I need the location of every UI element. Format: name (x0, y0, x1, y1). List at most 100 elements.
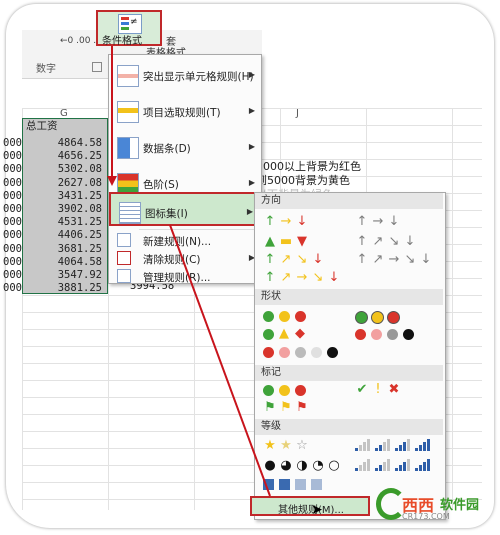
table-cell-partial[interactable]: 000 (3, 229, 22, 242)
arrow-icon[interactable]: ↑ (356, 214, 368, 229)
arrow-icon[interactable]: → (296, 270, 308, 285)
circle-icon[interactable] (263, 311, 274, 322)
signal-bars-icon[interactable] (395, 459, 413, 471)
menu-item-icon-sets[interactable]: 图标集(I) ▶ (109, 192, 261, 226)
arrow-icon[interactable]: ↗ (372, 234, 384, 249)
arrow-icon[interactable]: ↓ (404, 234, 416, 249)
table-cell[interactable]: 4531.25 (57, 216, 102, 229)
triangle-icon[interactable]: ▲ (265, 234, 275, 249)
table-cell-partial[interactable]: 000 (3, 269, 22, 281)
arrow-icon[interactable]: ↓ (420, 252, 432, 267)
arrow-icon[interactable]: ↑ (264, 214, 276, 229)
circle-icon[interactable] (263, 347, 274, 358)
signal-bars-icon[interactable] (375, 439, 393, 451)
circle-icon[interactable] (371, 329, 382, 340)
table-cell[interactable]: 4656.25 (57, 150, 102, 163)
circle-icon[interactable] (279, 311, 290, 322)
flag-icon[interactable]: ⚑ (296, 400, 308, 415)
arrow-icon[interactable]: → (388, 252, 400, 267)
table-cell[interactable]: 3431.25 (57, 189, 102, 202)
column-header-g[interactable]: G (60, 108, 68, 119)
table-cell[interactable]: 3881.25 (57, 282, 102, 295)
arrow-icon[interactable]: ↓ (312, 252, 324, 267)
column-header-j[interactable]: J (296, 108, 299, 119)
pie-icon[interactable]: ○ (328, 458, 340, 473)
arrow-icon[interactable]: ↑ (356, 252, 368, 267)
circle-icon[interactable] (295, 311, 306, 322)
circle-icon[interactable] (355, 329, 366, 340)
signal-bars-icon[interactable] (415, 459, 433, 471)
check-icon[interactable]: ✔ (356, 382, 368, 397)
arrow-icon[interactable]: ↑ (264, 252, 276, 267)
arrow-icon[interactable]: ↗ (280, 270, 292, 285)
circle-icon[interactable] (279, 347, 290, 358)
arrow-icon[interactable]: ↘ (388, 234, 400, 249)
traffic-light-icon[interactable] (371, 311, 384, 324)
table-cell[interactable]: 2627.08 (57, 176, 102, 189)
circle-icon[interactable] (295, 347, 306, 358)
header-cell[interactable]: 总工资 (26, 120, 58, 132)
arrow-icon[interactable]: ↓ (296, 214, 308, 229)
table-cell-partial[interactable]: 000 (3, 282, 22, 295)
table-cell[interactable]: 3681.25 (57, 242, 102, 255)
signal-bars-icon[interactable] (395, 439, 413, 451)
table-cell-partial[interactable]: 000 (3, 150, 22, 163)
arrow-icon[interactable]: ↘ (312, 270, 324, 285)
circle-icon[interactable] (311, 347, 322, 358)
arrow-icon[interactable]: ↘ (404, 252, 416, 267)
table-cell[interactable]: 4406.25 (57, 229, 102, 242)
signal-bars-icon[interactable] (415, 439, 433, 451)
table-cell-partial[interactable]: 000 (3, 242, 22, 255)
boxes-icon[interactable] (279, 479, 290, 490)
arrow-icon[interactable]: ↘ (296, 252, 308, 267)
table-cell-partial[interactable]: 000 (3, 137, 22, 149)
table-cell-partial[interactable]: 000 (3, 216, 22, 229)
pie-icon[interactable]: ◔ (312, 458, 324, 473)
check-circle-icon[interactable] (263, 385, 274, 396)
star-icon[interactable]: ★ (264, 438, 276, 453)
selected-range[interactable] (22, 118, 108, 294)
signal-bars-icon[interactable] (375, 459, 393, 471)
menu-item-clear-rules[interactable]: 清除规则(C) ▶ (109, 249, 261, 268)
table-cell-partial[interactable]: 000 (3, 163, 22, 176)
arrow-icon[interactable]: ↑ (264, 270, 276, 285)
arrow-icon[interactable]: → (280, 214, 292, 229)
triangle-icon[interactable]: ▬ (279, 234, 293, 249)
boxes-icon[interactable] (295, 479, 306, 490)
star-icon[interactable]: ☆ (296, 438, 308, 453)
arrow-icon[interactable]: ↑ (356, 234, 368, 249)
flag-icon[interactable]: ⚑ (264, 400, 276, 415)
star-icon[interactable]: ★ (280, 438, 292, 453)
exclamation-circle-icon[interactable] (279, 385, 290, 396)
table-cell[interactable]: 5302.08 (57, 163, 102, 176)
arrow-icon[interactable]: ↗ (372, 252, 384, 267)
table-cell-partial[interactable]: 000 (3, 255, 22, 268)
table-cell[interactable]: 4064.58 (57, 255, 102, 268)
traffic-light-icon[interactable] (387, 311, 400, 324)
arrow-icon[interactable]: ↗ (280, 252, 292, 267)
menu-item-manage-rules[interactable]: 管理规则(R)... (109, 267, 261, 286)
triangle-icon[interactable]: ▼ (297, 234, 307, 249)
boxes-icon[interactable] (263, 479, 274, 490)
x-circle-icon[interactable] (295, 385, 306, 396)
circle-icon[interactable] (327, 347, 338, 358)
conditional-format-button[interactable]: ≠ 条件格式 (96, 10, 162, 47)
decimal-buttons[interactable]: ←0 .00 .00 →0 (60, 36, 124, 46)
table-format-button[interactable]: 表格格式 (146, 44, 186, 59)
flag-icon[interactable]: ⚑ (280, 400, 292, 415)
triangle-icon[interactable]: ▲ (279, 326, 289, 341)
circle-icon[interactable] (387, 329, 398, 340)
table-cell[interactable]: 4864.58 (57, 137, 102, 149)
table-cell[interactable]: 3902.08 (57, 203, 102, 215)
traffic-light-icon[interactable] (355, 311, 368, 324)
circle-icon[interactable] (263, 329, 274, 340)
menu-item-data-bars[interactable]: 数据条(D) ▶ (109, 129, 261, 163)
x-icon[interactable]: ✖ (388, 382, 400, 397)
arrow-icon[interactable]: → (372, 214, 384, 229)
table-cell-partial[interactable]: 000 (3, 176, 22, 189)
dialog-launcher-icon[interactable] (92, 62, 102, 72)
more-rules-button[interactable]: 其他规则(M)... (250, 496, 370, 516)
table-cell-partial[interactable]: 000 (3, 203, 22, 215)
menu-item-top-bottom-rules[interactable]: 项目选取规则(T) ▶ (109, 93, 261, 127)
arrow-icon[interactable]: ↓ (328, 270, 340, 285)
